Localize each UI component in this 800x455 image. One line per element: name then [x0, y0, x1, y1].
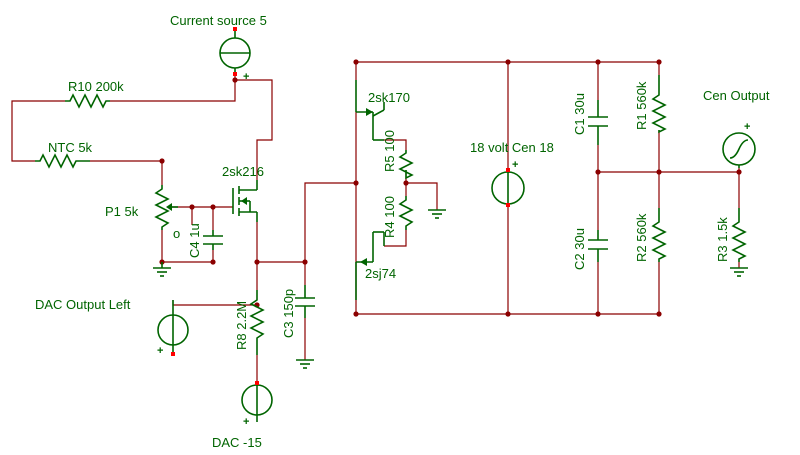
ntc-label: NTC 5k	[48, 140, 93, 155]
resistor-r2: R2 560k	[634, 208, 667, 262]
2sk216-label: 2sk216	[222, 164, 264, 179]
c4-label: C4 1u	[187, 223, 202, 258]
resistor-r5: R5 100	[382, 130, 414, 180]
jfet-2sj74: 2sj74	[355, 231, 396, 300]
cen-output-plus: +	[744, 121, 750, 133]
r8-label: R8 2.2M	[234, 301, 249, 350]
voltage-source-dac-neg15: + DAC -15	[212, 381, 273, 450]
c1-label: C1 30u	[572, 93, 587, 135]
ground-r3	[730, 267, 748, 277]
c2-label: C2 30u	[572, 228, 587, 270]
thermistor-ntc: NTC 5k	[35, 140, 93, 169]
junctions	[159, 59, 742, 317]
c3-label: C3 150p	[281, 289, 296, 338]
capacitor-c2: C2 30u	[572, 228, 608, 270]
r1-label: R1 560k	[634, 81, 649, 130]
current-source-plus: +	[243, 71, 249, 83]
current-source-label: Current source 5	[170, 13, 267, 28]
2sk170-label: 2sk170	[368, 90, 410, 105]
v18-label: 18 volt Cen 18	[470, 140, 554, 155]
potentiometer-p1: P1 5k o	[105, 185, 180, 241]
r4-label: R4 100	[382, 196, 397, 238]
ground-c3	[296, 359, 314, 369]
r10-label: R10 200k	[68, 79, 124, 94]
resistor-r10: R10 200k	[65, 79, 124, 109]
capacitor-c4: C4 1u	[187, 223, 223, 258]
p1-label: P1 5k	[105, 204, 139, 219]
wires	[11, 61, 740, 383]
resistor-r3: R3 1.5k	[715, 208, 747, 262]
voltage-source-18v: + 18 volt Cen 18	[470, 140, 554, 207]
cen-output-label: Cen Output	[703, 88, 770, 103]
resistor-r4: R4 100	[382, 196, 414, 238]
dac-left-plus: +	[157, 345, 163, 357]
voltage-source-dac-left: + DAC Output Left	[35, 297, 189, 357]
dac-neg15-plus: +	[243, 416, 249, 428]
v18-plus: +	[512, 159, 518, 171]
mosfet-2sk216: 2sk216	[222, 164, 264, 222]
capacitor-c3: C3 150p	[281, 285, 315, 338]
ground-output	[428, 209, 446, 219]
ground-p1	[153, 262, 171, 277]
r2-label: R2 560k	[634, 213, 649, 262]
r3-label: R3 1.5k	[715, 217, 730, 262]
resistor-r8: R8 2.2M	[234, 290, 265, 355]
dac-neg15-label: DAC -15	[212, 435, 262, 450]
jfet-2sk170: 2sk170	[355, 80, 410, 141]
p1-wiper-mark: o	[173, 226, 180, 241]
resistor-r1: R1 560k	[634, 75, 667, 134]
output-probe-cen: + Cen Output	[703, 88, 770, 168]
capacitor-c1: C1 30u	[572, 93, 608, 145]
dac-left-label: DAC Output Left	[35, 297, 131, 312]
r5-label: R5 100	[382, 130, 397, 172]
current-source-5: + Current source 5	[170, 13, 267, 83]
2sj74-label: 2sj74	[365, 266, 396, 281]
